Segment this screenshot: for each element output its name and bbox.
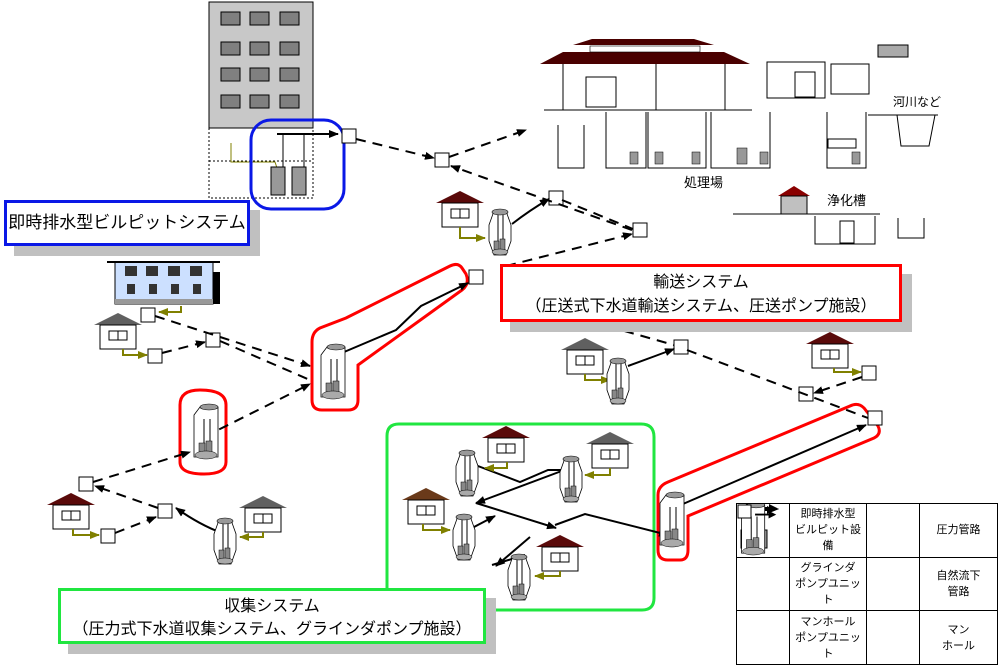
collection-highlight xyxy=(385,422,656,612)
manhole-square-icon xyxy=(737,504,920,665)
transport-highlight-2 xyxy=(178,388,228,476)
transport-title: 輸送システム xyxy=(653,272,749,291)
legend-name: 即時排水型 ビルピット設備 xyxy=(789,503,867,558)
septic-tank xyxy=(733,186,925,245)
collection-title: 収集システム xyxy=(224,596,320,615)
manhole-pump-icon xyxy=(736,503,790,665)
dashed-arrow-icon xyxy=(738,504,920,612)
treatment-plant xyxy=(540,39,938,169)
legend-row: マンホール ポンプユニット マン ホール xyxy=(736,503,998,665)
legend-name: マンホール ポンプユニット xyxy=(789,610,867,665)
collection-system-label: 収集システム （圧力式下水道収集システム、グラインダポンプ施設） xyxy=(58,588,486,644)
legend-name: グラインダ ポンプユニット xyxy=(789,556,867,612)
apartment-building xyxy=(107,261,220,305)
grinder-pump-icon xyxy=(736,503,790,612)
legend-table: 即時排水型 ビルピット設備 圧力管路 グラインダ ポンプユニット 自然流下 管路… xyxy=(736,503,998,665)
transport-subtitle: （圧送式下水道輸送システム、圧送ポンプ施設） xyxy=(525,296,877,315)
septic-tank-label: 浄化槽 xyxy=(827,194,867,209)
instant-drain-label: 即時排水型ビルピットシステム xyxy=(4,200,250,246)
transport-system-label: 輸送システム （圧送式下水道輸送システム、圧送ポンプ施設） xyxy=(500,264,902,322)
instant-drain-highlight xyxy=(249,118,346,211)
legend-line-label: 自然流下 管路 xyxy=(919,556,998,612)
collection-subtitle: （圧力式下水道収集システム、グラインダポンプ施設） xyxy=(72,619,472,638)
solid-arrow-icon xyxy=(738,503,920,558)
transport-highlight-3 xyxy=(656,402,881,562)
treatment-plant-label: 処理場 xyxy=(684,176,724,191)
legend-line-label: 圧力管路 xyxy=(919,503,998,558)
pressure-pipes xyxy=(175,198,867,567)
manhole-squares xyxy=(78,128,883,544)
office-building xyxy=(208,1,339,199)
legend-row: グラインダ ポンプユニット 自然流下 管路 xyxy=(736,503,998,612)
legend-line-label: マン ホール xyxy=(919,610,998,665)
river-label: 河川など xyxy=(893,95,942,109)
